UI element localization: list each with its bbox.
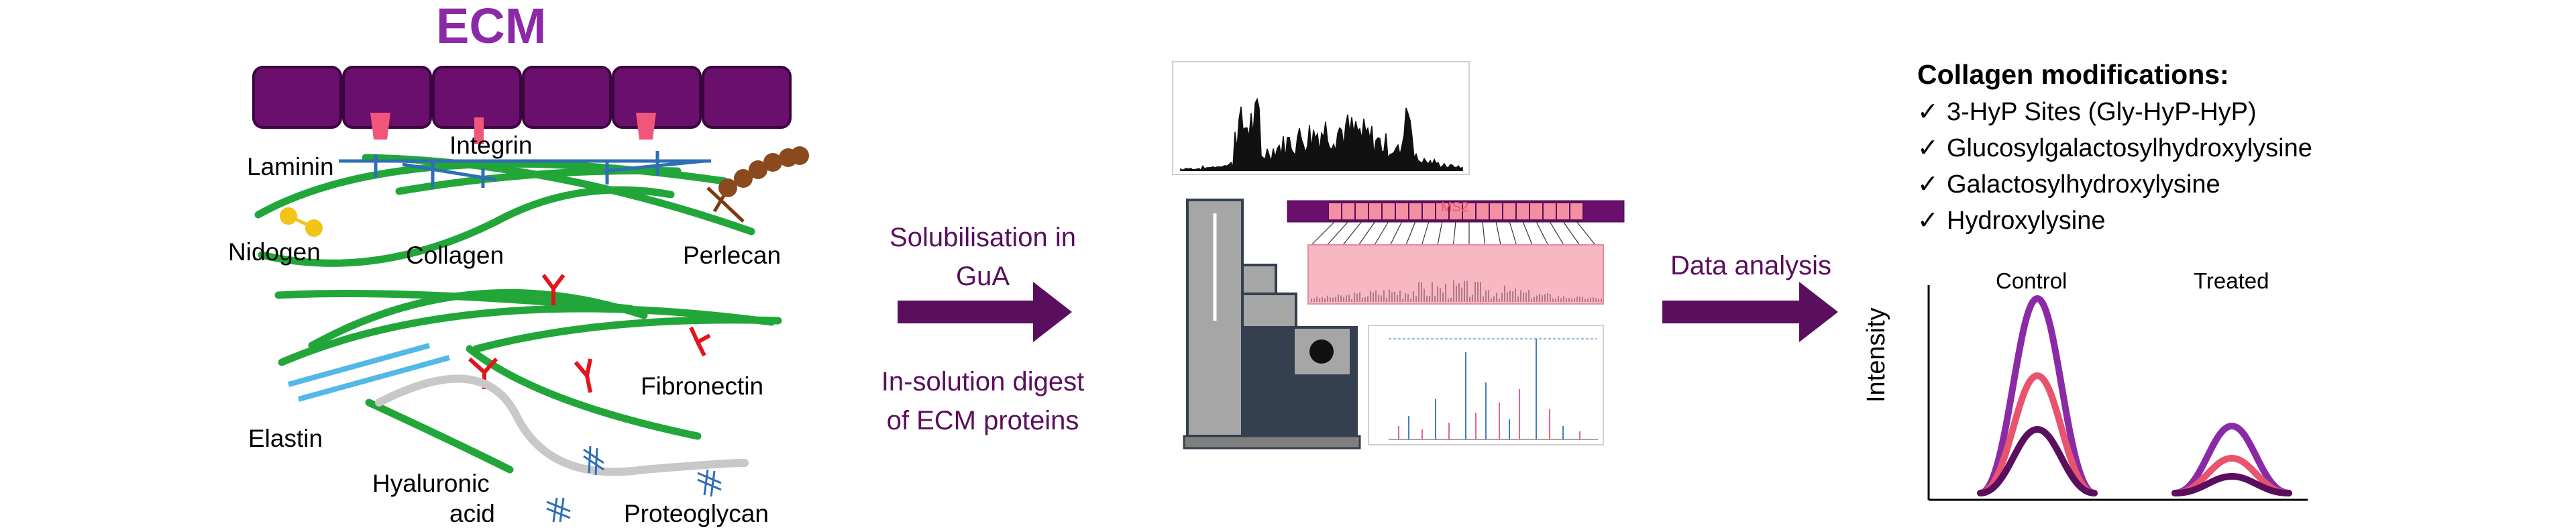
- hyaluronic-acid: [375, 374, 749, 476]
- modification-item: ✓ Glucosylgalactosylhydroxylysine: [1917, 130, 2312, 166]
- group-label-treated: Treated: [2194, 268, 2269, 293]
- chromatogram: [1172, 61, 1470, 175]
- hyaluronic-label-line2: acid: [449, 500, 495, 527]
- proteoglycan-label: Proteoglycan: [624, 500, 769, 527]
- step1-line2: GuA: [955, 262, 1010, 291]
- modification-text: 3-HyP Sites (Gly-HyP-HyP): [1947, 98, 2257, 126]
- fibronectin-label: Fibronectin: [641, 372, 764, 400]
- check-icon: ✓: [1917, 207, 1939, 235]
- elastin-label: Elastin: [248, 425, 323, 452]
- fragment-spectrum: [1368, 325, 1604, 445]
- nidogen: [280, 207, 323, 237]
- modification-item: ✓ Hydroxylysine: [1917, 203, 2312, 239]
- modifications-list: ✓ 3-HyP Sites (Gly-HyP-HyP) ✓ Glucosylgala…: [1917, 94, 2312, 239]
- elastin: [287, 343, 451, 402]
- hyaluronic-label-line1: Hyaluronic: [372, 470, 490, 497]
- integrin-receptors: [370, 113, 656, 144]
- ms2-panel: [1287, 200, 1625, 305]
- modification-text: Glucosylgalactosylhydroxylysine: [1947, 134, 2312, 162]
- modifications-title: Collagen modifications:: [1917, 59, 2229, 90]
- check-icon: ✓: [1917, 98, 1939, 126]
- step2-line1: In-solution digest: [881, 367, 1085, 397]
- step2-line2: of ECM proteins: [886, 406, 1079, 435]
- modification-item: ✓ 3-HyP Sites (Gly-HyP-HyP): [1917, 94, 2312, 130]
- ms2-label: MS2: [1441, 200, 1469, 215]
- chart-ylabel: Intensity: [1862, 307, 1890, 403]
- step2-text: In-solution digest of ECM proteins: [862, 362, 1104, 440]
- intensity-chart: [1927, 285, 2308, 501]
- step1-line1: Solubilisation in: [890, 223, 1076, 252]
- proteoglycan: [546, 445, 722, 522]
- mass-spectrometer: [1183, 199, 1361, 450]
- perlecan: [706, 146, 809, 223]
- modification-item: ✓ Galactosylhydroxylysine: [1917, 166, 2312, 203]
- modification-text: Hydroxylysine: [1947, 207, 2106, 235]
- laminin-network: [339, 151, 711, 188]
- step1-text: Solubilisation in GuA: [862, 218, 1104, 296]
- integrin-label: Integrin: [449, 131, 533, 159]
- modification-text: Galactosylhydroxylysine: [1947, 170, 2220, 199]
- check-icon: ✓: [1917, 134, 1939, 162]
- group-label-control: Control: [1996, 268, 2068, 293]
- arrow-1: [898, 282, 1072, 342]
- check-icon: ✓: [1917, 170, 1939, 199]
- basement-membrane: [252, 66, 792, 129]
- arrow-2: [1662, 282, 1838, 342]
- step3-text: Data analysis: [1670, 251, 1832, 280]
- ecm-title: ECM: [436, 0, 547, 54]
- nidogen-label: Nidogen: [228, 238, 321, 266]
- laminin-label: Laminin: [247, 153, 334, 180]
- perlecan-label: Perlecan: [683, 242, 782, 269]
- collagen-label: Collagen: [406, 242, 504, 269]
